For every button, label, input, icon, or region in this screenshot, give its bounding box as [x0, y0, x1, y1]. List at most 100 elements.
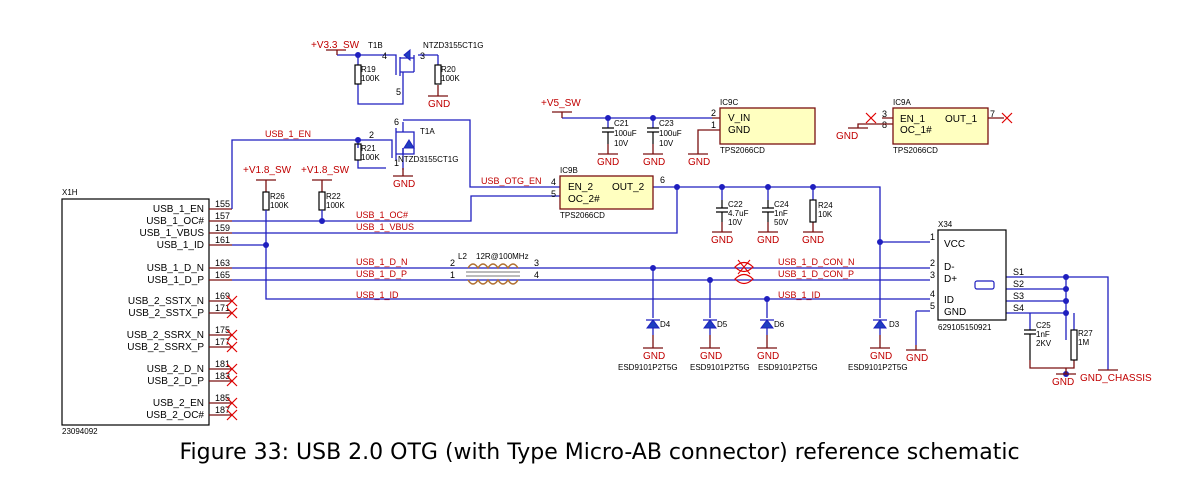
gnd-symbol: GND: [757, 222, 779, 246]
x1h-pin-num: 155: [215, 199, 230, 209]
x1h-ref: X1H: [62, 188, 78, 197]
connector-x1h: X1H 23094092 USB_1_EN USB_1_OC# USB_1_VB…: [61, 188, 238, 436]
svg-text:GND: GND: [728, 125, 750, 136]
svg-text:2KV: 2KV: [1036, 339, 1052, 348]
svg-text:100K: 100K: [361, 153, 380, 162]
net-label: USB_1_ID: [778, 290, 821, 300]
transistor-t1a: T1A NTZD3155CT1G 2 6 1: [358, 117, 458, 168]
x1h-pin-num: 169: [215, 291, 230, 301]
svg-text:TPS2066CD: TPS2066CD: [893, 146, 938, 155]
net-label: USB_1_VBUS: [356, 222, 414, 232]
net-label: USB_1_D_N: [356, 257, 408, 267]
gnd-symbol: GND: [757, 335, 779, 362]
svg-text:EN_2: EN_2: [568, 182, 593, 193]
gnd-symbol: GND: [643, 335, 665, 362]
svg-text:GND: GND: [643, 157, 665, 168]
x1h-pin-name: USB_2_SSRX_N: [127, 330, 204, 341]
resistor-r21: R21 100K: [354, 143, 380, 162]
junction: [650, 265, 656, 271]
svg-text:GND: GND: [906, 353, 928, 364]
svg-text:IC9B: IC9B: [560, 166, 578, 175]
capacitor-c21: C21 100uF 10V: [602, 119, 637, 148]
svg-text:ESD9101P2T5G: ESD9101P2T5G: [848, 363, 908, 372]
svg-text:100uF: 100uF: [659, 129, 682, 138]
svg-text:1: 1: [930, 232, 935, 242]
svg-text:IC9C: IC9C: [720, 98, 738, 107]
wires: [231, 54, 1109, 370]
svg-text:EN_1: EN_1: [900, 114, 925, 125]
power-label: +V1.8_SW: [301, 165, 350, 176]
svg-text:10V: 10V: [614, 139, 629, 148]
svg-text:OUT_2: OUT_2: [612, 182, 645, 193]
svg-text:1M: 1M: [1078, 338, 1089, 347]
svg-text:OUT_1: OUT_1: [945, 114, 978, 125]
svg-text:D+: D+: [944, 274, 957, 285]
svg-text:R19: R19: [361, 65, 376, 74]
svg-text:1nF: 1nF: [1036, 330, 1050, 339]
svg-text:100K: 100K: [441, 74, 460, 83]
net-label: USB_1_EN: [265, 129, 311, 139]
svg-text:GND: GND: [870, 351, 892, 362]
no-connect-markers: [226, 295, 238, 421]
junction: [707, 277, 713, 283]
junction: [1063, 286, 1069, 292]
gnd-symbol: GND: [1029, 360, 1076, 388]
x1h-pin-name: USB_1_OC#: [146, 216, 204, 227]
x1h-pin-num: 177: [215, 337, 230, 347]
junction: [1063, 298, 1069, 304]
gnd-symbol: GND: [393, 168, 415, 190]
x1h-pin-num: 185: [215, 393, 230, 403]
net-label: USB_1_D_CON_P: [778, 269, 854, 279]
junction: [719, 184, 725, 190]
wire-usb1-id: [232, 244, 930, 300]
svg-text:12R@100MHz: 12R@100MHz: [476, 252, 529, 261]
resistor-r24: R24 10K: [809, 199, 833, 223]
junction: [764, 296, 770, 302]
svg-text:R22: R22: [326, 192, 341, 201]
x1h-pin-name: USB_2_D_N: [147, 364, 204, 375]
x1h-body: [61, 198, 210, 426]
power-label: +V1.8_SW: [243, 165, 292, 176]
svg-text:3: 3: [420, 51, 425, 61]
svg-text:5: 5: [396, 87, 401, 97]
svg-text:OC_1#: OC_1#: [900, 125, 932, 136]
svg-text:C25: C25: [1036, 321, 1051, 330]
svg-text:2: 2: [450, 258, 455, 268]
svg-text:ID: ID: [944, 295, 954, 306]
usb-port-icon: [974, 280, 995, 290]
svg-text:OC_2#: OC_2#: [568, 194, 600, 205]
svg-text:T1B: T1B: [368, 41, 383, 50]
gnd-symbol: GND: [428, 85, 450, 110]
gnd-symbol: GND: [802, 222, 824, 246]
svg-text:D5: D5: [717, 320, 728, 329]
resistor-r20: R20 100K: [434, 64, 460, 85]
wire-v5: [562, 117, 712, 128]
gnd-symbol: GND: [643, 144, 665, 168]
svg-text:GND: GND: [944, 307, 966, 318]
svg-text:1: 1: [394, 158, 399, 168]
gnd-symbol: GND: [870, 335, 892, 362]
junction: [650, 115, 656, 121]
svg-text:2: 2: [369, 130, 374, 140]
gnd-symbol: GND: [688, 129, 712, 168]
power-bar: [552, 111, 572, 118]
svg-text:D4: D4: [660, 320, 671, 329]
wire-vbus-out: [653, 186, 930, 243]
resistor-r22: R22 100K: [318, 191, 345, 221]
svg-text:8: 8: [882, 120, 887, 130]
svg-text:629105150921: 629105150921: [938, 323, 992, 332]
svg-text:100uF: 100uF: [614, 129, 637, 138]
power-bar: [312, 179, 332, 192]
net-label: USB_1_OC#: [356, 210, 408, 220]
wire-usb1-vbus: [232, 187, 678, 234]
capacitor-c25: C25 1nF 2KV: [1024, 321, 1052, 360]
junction: [674, 184, 680, 190]
svg-text:100K: 100K: [326, 201, 345, 210]
power-symbols: +V3.3_SW +V1.8_SW +V1.8_SW +V5_SW: [243, 40, 581, 192]
svg-text:GND: GND: [1052, 377, 1074, 388]
net-label: USB_OTG_EN: [481, 176, 542, 186]
